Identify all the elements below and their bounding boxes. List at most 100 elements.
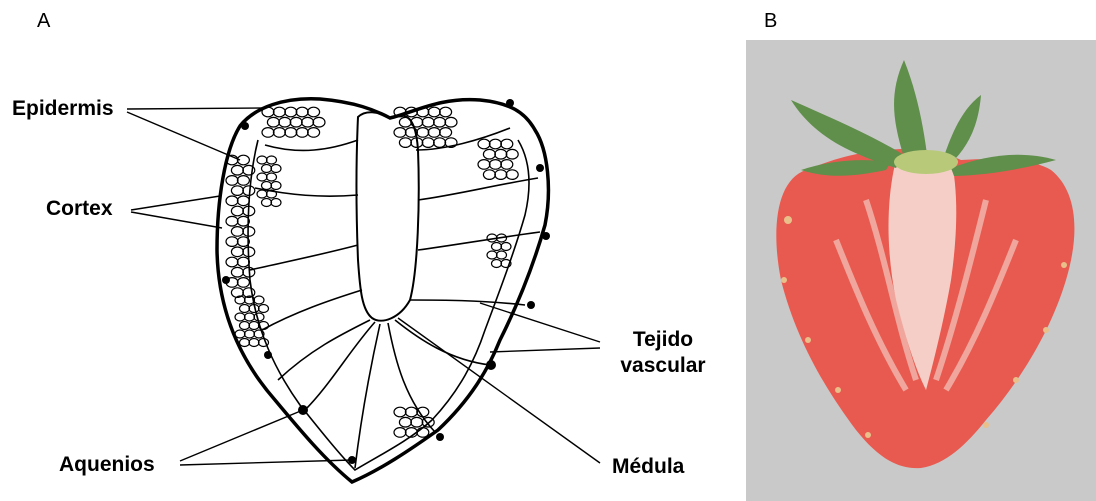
- cortex-cell: [428, 107, 440, 117]
- cortex-cell: [259, 339, 269, 347]
- cortex-cell: [262, 128, 274, 138]
- cortex-cell: [394, 128, 406, 138]
- cortex-cell: [226, 196, 238, 206]
- cortex-cell: [262, 182, 272, 190]
- cortex-cell: [497, 251, 507, 259]
- cortex-cell: [489, 139, 501, 149]
- cortex-cell: [240, 305, 250, 313]
- cortex-cell: [313, 117, 325, 127]
- cortex-cell: [257, 173, 267, 181]
- cortex-cell: [237, 196, 249, 206]
- cortex-cell: [296, 128, 308, 138]
- cortex-cell: [422, 117, 434, 127]
- cortex-cell: [245, 313, 255, 321]
- cortex-cell: [231, 206, 243, 216]
- cortex-cell: [290, 117, 302, 127]
- label-epidermis: Epidermis: [12, 96, 114, 122]
- label-vascular-line2: vascular: [618, 353, 708, 379]
- cortex-cell: [271, 182, 281, 190]
- cortex-cell: [296, 107, 308, 117]
- cortex-cell: [273, 107, 285, 117]
- cortex-cell: [259, 305, 269, 313]
- cortex-cell: [399, 417, 411, 427]
- cortex-cell: [231, 165, 243, 175]
- cortex-cell: [231, 267, 243, 277]
- cortex-cell: [302, 117, 314, 127]
- cortex-cell: [271, 165, 281, 173]
- cortex-cell: [245, 330, 255, 338]
- cortex-cell: [235, 313, 245, 321]
- cortex-cell: [434, 117, 446, 127]
- cortex-cell: [254, 313, 264, 321]
- cortex-cell: [243, 165, 255, 175]
- cortex-cell: [394, 428, 406, 438]
- cortex-cell: [417, 428, 429, 438]
- cortex-cell: [279, 117, 291, 127]
- cortex-cell: [399, 138, 411, 148]
- cortex-cell: [231, 227, 243, 237]
- cortex-cell: [267, 117, 279, 127]
- cortex-cell: [285, 128, 297, 138]
- cortex-cell: [226, 257, 238, 267]
- cortex-cell: [478, 139, 490, 149]
- label-vascular-tissue: Tejido vascular: [618, 327, 708, 379]
- cortex-cell: [262, 199, 272, 207]
- cortex-cell: [249, 322, 259, 330]
- cortex-cell: [495, 170, 507, 180]
- cortex-cell: [394, 407, 406, 417]
- cortex-cell: [487, 251, 497, 259]
- cortex-cell: [267, 173, 277, 181]
- panel-letter-b: B: [764, 10, 777, 33]
- cortex-cell: [422, 417, 434, 427]
- cortex-cell: [440, 107, 452, 117]
- label-vascular-line1: Tejido: [618, 327, 708, 353]
- cortex-cell: [226, 176, 238, 186]
- pith-core: [357, 112, 419, 320]
- cortex-cell: [273, 128, 285, 138]
- cortex-cell: [399, 117, 411, 127]
- cortex-cell: [501, 139, 513, 149]
- cortex-cell: [501, 243, 511, 251]
- cortex-cell: [492, 243, 502, 251]
- cortex-cell: [231, 247, 243, 257]
- cortex-cell: [237, 278, 249, 288]
- cortex-cell: [257, 190, 267, 198]
- strawberry-photo: [746, 40, 1096, 501]
- cortex-cell: [506, 149, 518, 159]
- cortex-cell: [231, 186, 243, 196]
- cortex-cell: [308, 107, 320, 117]
- cortex-cell: [495, 149, 507, 159]
- cortex-cell: [434, 138, 446, 148]
- cortex-cell: [243, 227, 255, 237]
- cortex-cell: [249, 339, 259, 347]
- label-pith: Médula: [612, 454, 684, 480]
- label-achenes: Aquenios: [59, 452, 155, 478]
- cortex-cell: [262, 165, 272, 173]
- cortex-cell: [226, 216, 238, 226]
- cortex-cell: [506, 170, 518, 180]
- cortex-cell: [478, 160, 490, 170]
- cortex-cell: [411, 417, 423, 427]
- cortex-cell: [405, 407, 417, 417]
- strawberry-cross-section-diagram: [0, 0, 740, 501]
- cortex-cell: [235, 330, 245, 338]
- achenes-dots: [222, 99, 550, 464]
- cortex-cell: [483, 149, 495, 159]
- calyx-center: [894, 150, 958, 174]
- cortex-cell: [422, 138, 434, 148]
- cortex-cell: [308, 128, 320, 138]
- cortex-cell: [267, 156, 277, 164]
- cortex-cell: [226, 237, 238, 247]
- cortex-cell: [492, 260, 502, 268]
- cortex-cell: [237, 257, 249, 267]
- label-cortex: Cortex: [46, 196, 113, 222]
- cortex-cell: [440, 128, 452, 138]
- cortex-cell: [501, 160, 513, 170]
- cortex-cell: [240, 322, 250, 330]
- cortex-cell: [285, 107, 297, 117]
- cortex-cell: [428, 128, 440, 138]
- cortex-cell: [445, 117, 457, 127]
- cortex-cell: [257, 156, 267, 164]
- cortex-cell: [489, 160, 501, 170]
- cortex-cell: [417, 128, 429, 138]
